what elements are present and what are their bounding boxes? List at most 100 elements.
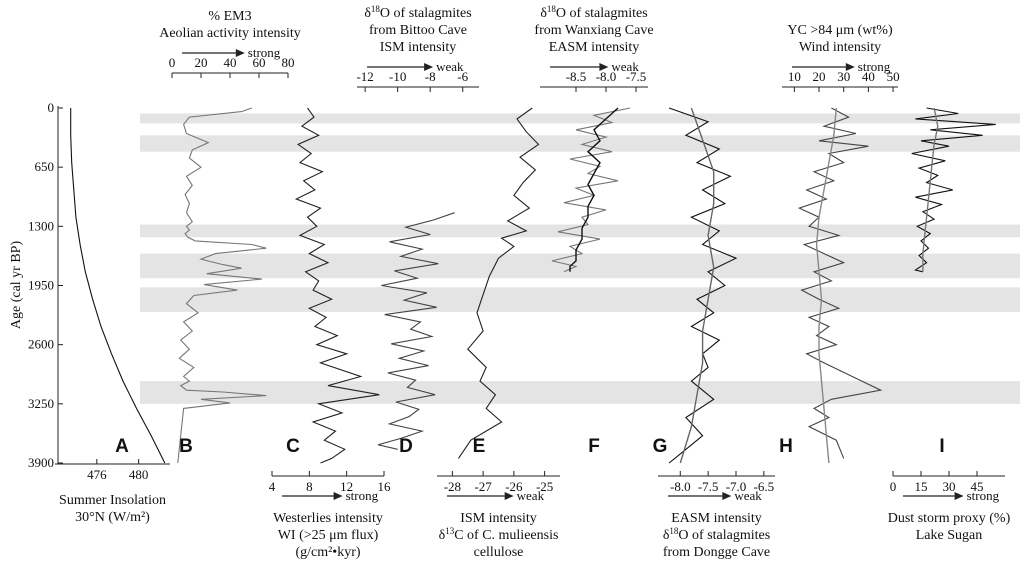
x-tick-label: -28	[444, 479, 461, 494]
panel-xlabel-line: 30°N (W/m²)	[75, 510, 150, 525]
y-axis-label: Age (cal yr BP)	[9, 241, 24, 330]
series-line-f-2	[569, 107, 619, 272]
y-tick-label: 1950	[28, 278, 54, 293]
panel-xlabel-line: Westerlies intensity	[273, 511, 383, 526]
direction-arrow-head	[599, 63, 609, 71]
panel-xlabel-line: Summer Insolation	[59, 493, 166, 508]
panel-title-line: from Bittoo Cave	[369, 23, 467, 38]
panel-xlabel-line: from Dongge Cave	[663, 545, 770, 560]
x-tick-label: -6	[457, 69, 468, 84]
panel-letter: D	[399, 436, 413, 457]
x-tick-label: -26	[505, 479, 523, 494]
x-tick-label: -7.0	[726, 479, 747, 494]
direction-label: strong	[967, 488, 1000, 503]
panel-letter: F	[588, 436, 600, 457]
panel-xlabel-line: WI (>25 μm flux)	[278, 528, 379, 543]
direction-label: weak	[611, 59, 639, 74]
x-tick-label: -10	[389, 69, 406, 84]
direction-arrow-head	[424, 63, 434, 71]
x-tick-label: 0	[890, 479, 897, 494]
panel-xlabel-line: Lake Sugan	[916, 528, 982, 543]
series-line-f-1	[551, 107, 631, 273]
x-tick-label: -27	[474, 479, 492, 494]
shaded-band-4	[140, 253, 1020, 279]
panel-letter: A	[115, 436, 129, 457]
panel-title-line: δ18O of stalagmites	[364, 4, 471, 21]
x-tick-label: -7.5	[698, 479, 719, 494]
direction-label: strong	[248, 45, 281, 60]
panel-letter: I	[939, 436, 944, 457]
x-tick-label: -8	[425, 69, 436, 84]
direction-arrow-head	[845, 63, 855, 71]
panel-letter: B	[179, 436, 193, 457]
x-tick-label: 50	[887, 69, 900, 84]
x-tick-label: 30	[837, 69, 850, 84]
panel-xlabel-line: δ18O of stalagmites	[663, 526, 770, 543]
panel-title-line: % EM3	[208, 9, 251, 24]
panel-title-line: from Wanxiang Cave	[534, 23, 653, 38]
panel-xlabel-line: δ13C of C. mulieensis	[439, 526, 559, 543]
series-line-i-2	[922, 107, 939, 272]
y-tick-label: 0	[48, 100, 55, 115]
x-tick-label: -6.5	[754, 479, 775, 494]
direction-arrow-head	[722, 492, 732, 500]
direction-arrow-head	[333, 492, 343, 500]
series-line-d-1	[377, 212, 455, 450]
x-tick-label: 15	[915, 479, 928, 494]
x-tick-label: 20	[813, 69, 826, 84]
panel-letter: C	[286, 436, 300, 457]
direction-arrow-head	[954, 492, 964, 500]
series-line-g-2	[679, 107, 715, 464]
x-tick-label: 480	[129, 467, 149, 482]
direction-label: strong	[858, 59, 891, 74]
panel-letter: E	[473, 436, 486, 457]
series-line-c-1	[294, 107, 380, 464]
panel-xlabel-line: (g/cm²•kyr)	[295, 545, 360, 560]
panel-xlabel-line: ISM intensity	[460, 511, 537, 526]
panel-title-line: Aeolian activity intensity	[159, 26, 301, 41]
series-line-a-1	[70, 108, 166, 464]
x-tick-label: 45	[971, 479, 984, 494]
direction-label: weak	[517, 488, 545, 503]
panel-title-line: EASM intensity	[549, 40, 640, 55]
series-line-h-2	[815, 107, 837, 464]
panel-xlabel-line: EASM intensity	[671, 511, 762, 526]
panel-letter: H	[779, 436, 793, 457]
series-line-g-1	[668, 107, 738, 464]
x-tick-label: 12	[340, 479, 353, 494]
panel-xlabel-line: cellulose	[474, 545, 524, 560]
y-tick-label: 1300	[28, 218, 54, 233]
y-tick-label: 2600	[28, 337, 54, 352]
x-tick-label: 80	[282, 55, 295, 70]
direction-arrow-head	[235, 49, 245, 57]
panel-title-line: Wind intensity	[799, 40, 881, 55]
x-tick-label: 40	[224, 55, 237, 70]
x-tick-label: 10	[788, 69, 801, 84]
x-tick-label: 30	[943, 479, 956, 494]
direction-arrow-head	[504, 492, 514, 500]
panel-title-line: ISM intensity	[380, 40, 457, 55]
x-tick-label: -12	[356, 69, 373, 84]
x-tick-label: 20	[195, 55, 208, 70]
series-line-b-1	[177, 107, 267, 464]
x-tick-label: 16	[378, 479, 392, 494]
x-tick-label: 60	[253, 55, 266, 70]
panel-letter: G	[653, 436, 668, 457]
direction-label: weak	[734, 488, 762, 503]
x-tick-label: -25	[536, 479, 553, 494]
direction-label: weak	[436, 59, 464, 74]
x-tick-label: -8.0	[596, 69, 617, 84]
shaded-bands	[140, 113, 1020, 404]
panel-title-line: δ18O of stalagmites	[540, 4, 647, 21]
x-tick-label: 0	[169, 55, 176, 70]
x-tick-label: -8.5	[566, 69, 587, 84]
x-tick-label: 40	[862, 69, 875, 84]
x-tick-label: 476	[87, 467, 107, 482]
